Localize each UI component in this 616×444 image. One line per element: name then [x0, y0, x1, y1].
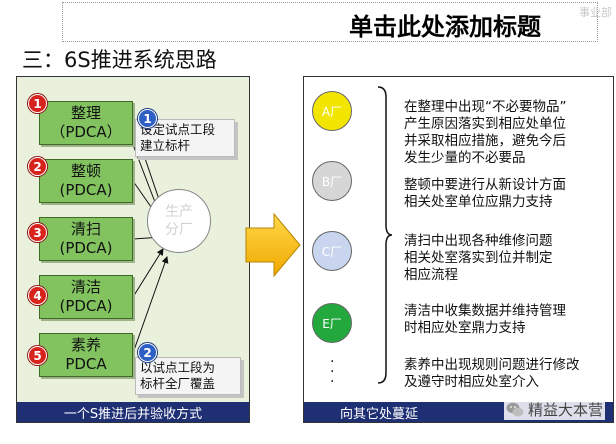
- s5-box[interactable]: 素养 PDCA: [39, 333, 133, 377]
- badge-note-2: 2: [138, 343, 157, 362]
- note1-line2: 建立标杆: [140, 138, 191, 153]
- s5-label: 素养: [70, 336, 101, 354]
- watermark-text: 事业部: [579, 6, 612, 19]
- note2-line2: 标杆全厂覆盖: [140, 376, 216, 391]
- desc-sort-4: 发生少量的不必要品: [404, 150, 526, 166]
- s3-label: 清扫: [70, 220, 101, 238]
- right-footer-text: 向其它处蔓延: [340, 406, 419, 422]
- note-full-coverage[interactable]: 以试点工段为 标杆全厂覆盖: [135, 357, 241, 395]
- s3-pdca: (PDCA): [59, 239, 113, 257]
- desc-shine-1: 清扫中出现各种维修问题: [404, 233, 553, 249]
- center-line1: 生产: [165, 204, 193, 220]
- wechat-icon: [506, 402, 524, 416]
- left-panel-footer: 一个S推进后并验收方式: [17, 402, 249, 422]
- desc-set-1: 整顿中要进行从新设计方面: [404, 177, 566, 193]
- factory-b-label: B厂: [321, 174, 343, 189]
- s5-pdca: PDCA: [65, 355, 107, 373]
- center-line2: 分厂: [165, 222, 193, 238]
- desc-standardize: 清洁中收集数据并维持管理 时相应处室鼎力支持: [404, 303, 614, 337]
- title-placeholder-box[interactable]: 单击此处添加标题: [62, 2, 598, 42]
- s2-pdca: (PDCA): [59, 181, 113, 199]
- desc-set-2: 相关处室单位应鼎力支持: [404, 194, 553, 210]
- s1-box[interactable]: 整理 （PDCA）: [39, 101, 133, 145]
- badge-2: 2: [28, 157, 47, 176]
- factory-a-label: A厂: [321, 104, 343, 119]
- more-dots: ···: [330, 354, 335, 390]
- desc-sort: 在整理中出现“不必要物品” 产生原因落实到相应处单位 并采取相应措施，避免今后 …: [404, 99, 614, 167]
- desc-shine: 清扫中出现各种维修问题 相关处室落实到位并制定 相应流程: [404, 233, 614, 284]
- note1-line1: 设定试点工段: [140, 122, 216, 137]
- s4-box[interactable]: 清洁 (PDCA): [39, 275, 133, 319]
- s4-label: 清洁: [70, 278, 101, 296]
- desc-sustain: 素养中出现规则问题进行修改 及遵守时相应处室介入: [404, 357, 614, 391]
- s4-pdca: (PDCA): [59, 297, 113, 315]
- note2-line1: 以试点工段为: [140, 360, 216, 375]
- desc-sort-1: 在整理中出现“不必要物品”: [404, 99, 567, 115]
- s2-label: 整顿: [70, 162, 101, 180]
- factory-c-label: C厂: [321, 244, 343, 259]
- badge-3: 3: [28, 223, 47, 242]
- factory-c-circle[interactable]: C厂: [312, 231, 352, 271]
- wechat-watermark: 精益大本营: [503, 399, 605, 420]
- desc-shine-3: 相应流程: [404, 267, 458, 283]
- right-panel: A厂 B厂 C厂 E厂 ··· 在整理中出现“不必要物品” 产生原因落实到相应处…: [303, 76, 614, 423]
- left-panel: 整理 （PDCA） 1 整顿 (PDCA) 2 清扫 (PDCA) 3 清洁 (…: [16, 76, 250, 423]
- desc-set-in-order: 整顿中要进行从新设计方面 相关处室单位应鼎力支持: [404, 177, 614, 211]
- factory-e-label: E厂: [322, 316, 342, 331]
- desc-shine-2: 相关处室落实到位并制定: [404, 250, 553, 266]
- desc-std-1: 清洁中收集数据并维持管理: [404, 303, 566, 319]
- wechat-text: 精益大本营: [527, 401, 603, 419]
- desc-sort-3: 并采取相应措施，避免今后: [404, 133, 566, 149]
- desc-sustain-1: 素养中出现规则问题进行修改: [404, 357, 580, 373]
- badge-note-1: 1: [138, 109, 157, 128]
- badge-5: 5: [28, 346, 47, 365]
- s2-box[interactable]: 整顿 (PDCA): [39, 159, 133, 203]
- badge-4: 4: [28, 286, 47, 305]
- slide-title[interactable]: 单击此处添加标题: [349, 12, 541, 41]
- section-heading: 三：6S推进系统思路: [22, 48, 217, 72]
- brace-icon: [377, 86, 393, 384]
- production-plant-circle[interactable]: 生产 分厂: [147, 189, 211, 253]
- desc-std-2: 时相应处室鼎力支持: [404, 320, 526, 336]
- desc-sustain-2: 及遵守时相应处室介入: [404, 374, 539, 390]
- desc-sort-2: 产生原因落实到相应处单位: [404, 116, 566, 132]
- s1-pdca: （PDCA）: [50, 123, 122, 141]
- s1-label: 整理: [70, 104, 101, 122]
- big-right-arrow-icon: [245, 212, 301, 278]
- s3-box[interactable]: 清扫 (PDCA): [39, 217, 133, 261]
- factory-b-circle[interactable]: B厂: [312, 161, 352, 201]
- badge-1: 1: [28, 94, 47, 113]
- factory-a-circle[interactable]: A厂: [312, 91, 352, 131]
- factory-e-circle[interactable]: E厂: [312, 303, 352, 343]
